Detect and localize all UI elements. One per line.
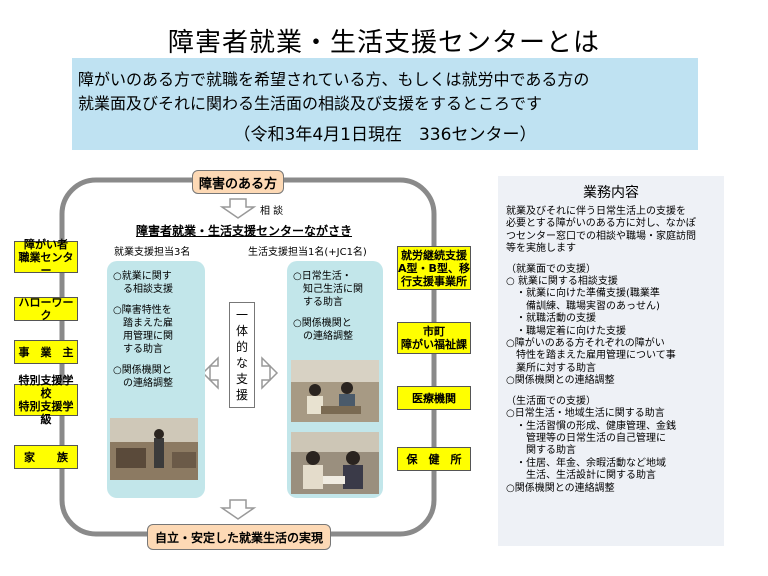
duties-line: ○障がいのある方それぞれの障がい xyxy=(506,338,665,350)
right-staff-label: 生活支援担当1名(+JC1名) xyxy=(248,247,367,258)
duties-line: 等を実施します xyxy=(506,243,576,255)
integrated-char: 体 xyxy=(235,324,248,338)
life-support-photo-1 xyxy=(291,360,379,422)
life-item: の連絡調整 xyxy=(293,331,353,342)
intro-line-2: 就業面及びそれに関わる生活面の相談及び支援をするところです xyxy=(78,94,543,113)
life-item: 知己生活に関 xyxy=(293,284,363,295)
integrated-char: な xyxy=(235,356,248,370)
intro-count: （令和3年4月1日現在 336センター） xyxy=(233,125,537,145)
life-support-list: ○日常生活・ 知己生活に関 する助言 ○関係機関と の連絡調整 xyxy=(293,270,363,343)
partner-municipal-welfare: 市町障がい福祉課 xyxy=(397,322,471,354)
partner-label: A型・B型、移 xyxy=(398,261,470,275)
duties-heading: 業務内容 xyxy=(583,185,639,201)
duties-line: ○関係機関との連絡調整 xyxy=(506,482,615,494)
outcome-arrow-icon xyxy=(219,499,257,520)
duties-panel: 業務内容 就業及びそれに伴う日常生活上の支援を必要とする障がいのある方に対し、な… xyxy=(498,176,724,546)
partner-label: 事 業 主 xyxy=(18,345,74,359)
duties-line: （生活面での支援） xyxy=(506,395,596,407)
partner-label: 家 族 xyxy=(24,450,68,464)
life-support-photo-2 xyxy=(291,432,379,494)
duties-line: ○日常生活・地域生活に関する助言 xyxy=(506,408,665,420)
partner-medical: 医療機関 xyxy=(397,386,471,410)
duties-line: 管理等の日常生活の自己管理に xyxy=(506,432,666,444)
employment-item: 踏まえた雇 xyxy=(113,318,173,329)
integrated-char: 一 xyxy=(235,308,248,322)
top-box-people-with-disabilities: 障害のある方 xyxy=(192,170,284,194)
partner-label: 行支援事業所 xyxy=(401,274,467,288)
duties-line xyxy=(506,256,724,264)
partner-label: 医療機関 xyxy=(412,391,456,405)
center-name: 障害者就業・生活支援センターながさき xyxy=(136,224,353,238)
duties-line: つセンター窓口での相談や職場・家庭訪問 xyxy=(506,230,696,242)
page-title: 障害者就業・生活支援センターとは xyxy=(167,28,600,58)
life-item: ○日常生活・ xyxy=(293,271,352,282)
duties-line: 業所に対する助言 xyxy=(506,362,596,374)
duties-line: ・職場定着に向けた支援 xyxy=(506,325,626,337)
employment-item: 用管理に関 xyxy=(113,331,173,342)
duties-text: 就業及びそれに伴う日常生活上の支援を必要とする障がいのある方に対し、なかぽつセン… xyxy=(506,206,724,495)
integrated-char: 支 xyxy=(235,372,248,386)
partner-label: ハローワーク xyxy=(18,296,74,322)
employment-item: ○障害特性を xyxy=(113,305,172,316)
employment-item: る相談支援 xyxy=(113,284,173,295)
intro-line-1: 障がいのある方で就職を希望されている方、もしくは就労中である方の xyxy=(78,70,590,89)
partner-label: 保 健 所 xyxy=(406,452,462,466)
life-item: ○関係機関と xyxy=(293,318,352,329)
left-arrow-icon xyxy=(201,356,219,390)
right-arrow-icon xyxy=(261,356,279,390)
partner-vocational-center: 障がい者職業センター xyxy=(14,237,78,277)
partner-employer: 事 業 主 xyxy=(14,340,78,364)
partner-label: 職業センター xyxy=(18,250,74,277)
duties-line: 備訓練、職場実習のあっせん) xyxy=(506,300,660,312)
employment-item: の連絡調整 xyxy=(113,378,173,389)
consult-label: 相 談 xyxy=(260,206,284,217)
duties-line: ○関係機関との連絡調整 xyxy=(506,375,615,387)
duties-line: ・住居、年金、余暇活動など地域 xyxy=(506,457,666,469)
left-staff-label: 就業支援担当3名 xyxy=(114,247,191,258)
duties-line: 関する助言 xyxy=(506,445,576,457)
partner-label: 障がい者 xyxy=(24,237,68,251)
duties-line: ○ 就業に関する相談支援 xyxy=(506,276,618,288)
duties-line: ・生活習慣の形成、健康管理、金銭 xyxy=(506,420,676,432)
partner-special-schools: 特別支援学校特別支援学級 xyxy=(14,374,78,426)
bottom-box-outcome: 自立・安定した就業生活の実現 xyxy=(147,524,331,550)
duties-line: ・就業に向けた準備支援(職業準 xyxy=(506,288,660,300)
duties-line: ・就職活動の支援 xyxy=(506,313,596,325)
duties-line: 就業及びそれに伴う日常生活上の支援を xyxy=(506,206,686,217)
employment-support-list: ○就業に関す る相談支援 ○障害特性を 踏まえた雇 用管理に関 する助言 ○関係… xyxy=(113,270,173,390)
duties-line: 特性を踏まえた雇用管理について事 xyxy=(506,350,676,362)
integrated-char: 的 xyxy=(235,340,248,354)
integrated-char: 援 xyxy=(235,388,248,402)
employment-item: ○関係機関と xyxy=(113,365,172,376)
integrated-support-box: 一 体 的 な 支 援 xyxy=(229,302,255,408)
intro-banner: 障がいのある方で就職を希望されている方、もしくは就労中である方の 就業面及びそれ… xyxy=(72,58,698,150)
duties-line xyxy=(506,388,724,396)
partner-label: 特別支援学級 xyxy=(18,400,74,426)
partner-label: 障がい福祉課 xyxy=(401,338,467,351)
duties-line: （就業面での支援） xyxy=(506,263,596,275)
partner-family: 家 族 xyxy=(14,445,78,469)
employment-item: する助言 xyxy=(113,344,163,355)
partner-health-center: 保 健 所 xyxy=(397,447,471,471)
life-item: する助言 xyxy=(293,297,343,308)
partner-label: 就労継続支援 xyxy=(401,248,467,262)
duties-line: 生活、生活設計に関する助言 xyxy=(506,470,656,482)
consult-arrow-icon xyxy=(219,198,257,219)
duties-line: 必要とする障がいのある方に対し、なかぽ xyxy=(506,218,696,230)
partner-label: 特別支援学校 xyxy=(18,374,74,400)
employment-item: ○就業に関す xyxy=(113,271,172,282)
employment-support-photo xyxy=(110,418,198,480)
partner-label: 市町 xyxy=(423,325,445,338)
partner-hello-work: ハローワーク xyxy=(14,296,78,322)
